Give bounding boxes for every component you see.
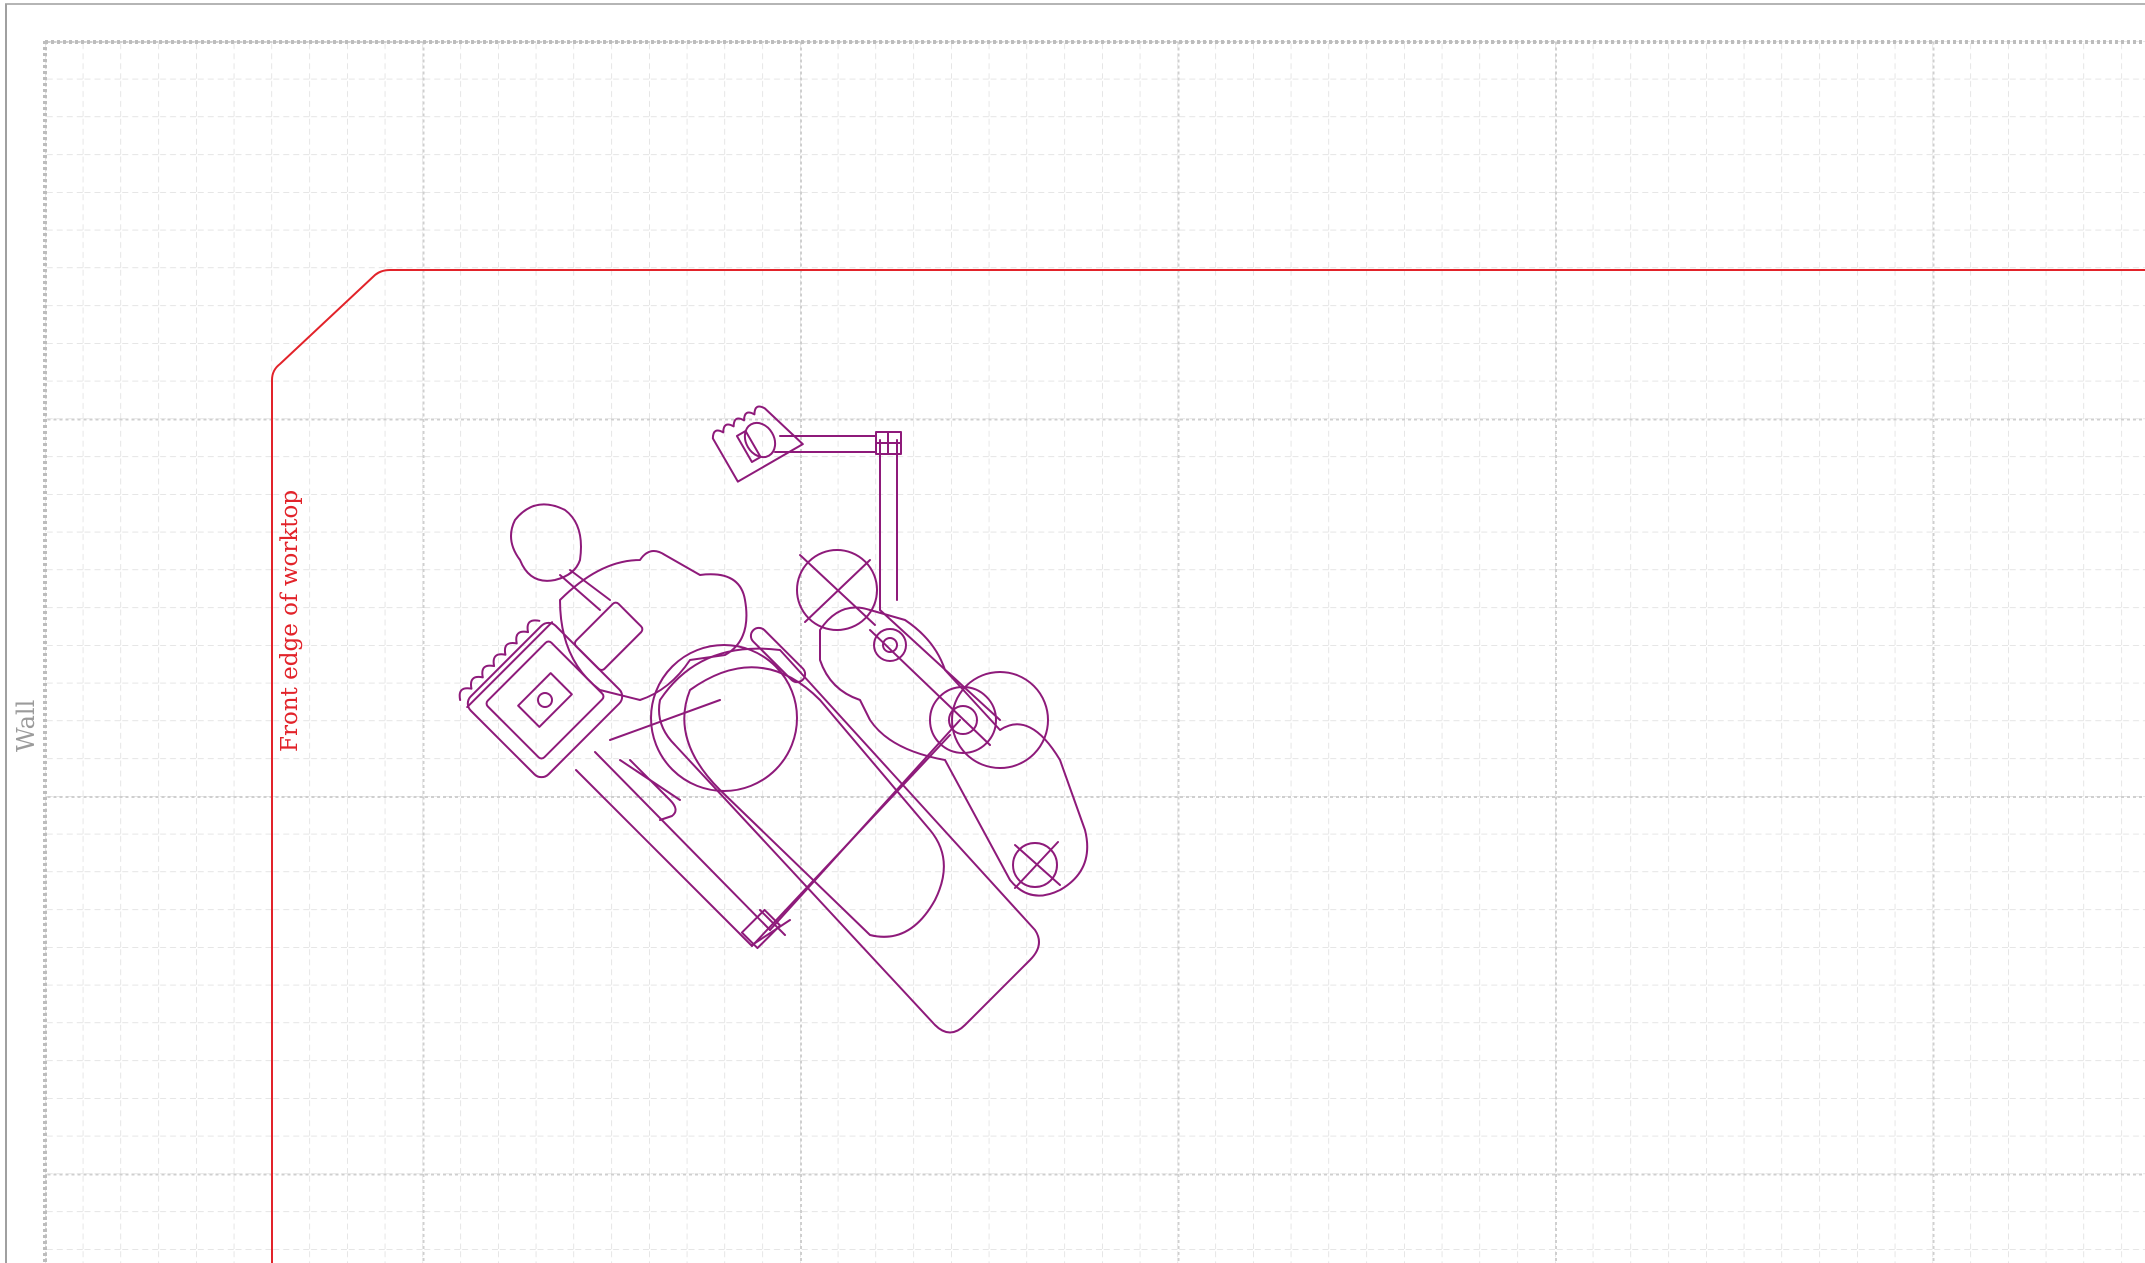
wall-label: Wall	[12, 700, 40, 752]
worktop-label: Front edge of worktop	[277, 490, 303, 752]
worktop-edge	[271, 269, 2145, 1263]
grid	[43, 40, 2145, 1263]
bracket-arm-drawing-icon	[458, 405, 1089, 1034]
page-frame	[5, 3, 2145, 1263]
